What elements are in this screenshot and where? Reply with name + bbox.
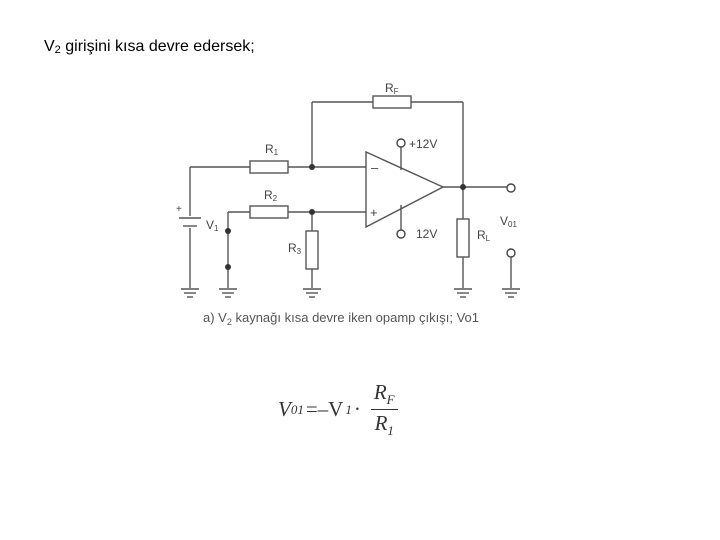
- resistor-r3: [305, 230, 319, 270]
- figure-caption: a) V2 kaynağı kısa devre iken opamp çıkı…: [203, 310, 479, 327]
- label-minus-12v: 12V: [416, 227, 437, 241]
- junction-output: [460, 184, 466, 190]
- label-r2: R2: [264, 188, 278, 203]
- label-r1: R1: [265, 142, 279, 157]
- label-r3: R3: [288, 241, 302, 256]
- junction-inverting: [309, 164, 315, 170]
- v2-terminal-top: [225, 228, 231, 234]
- label-v1: V1: [206, 218, 219, 233]
- supply-minus-terminal: [396, 229, 406, 239]
- slide-heading: V2 girişini kısa devre edersek;: [44, 38, 255, 56]
- junction-noninverting: [309, 209, 315, 215]
- label-rf: RF: [385, 81, 399, 96]
- output-terminal: [506, 183, 516, 193]
- resistor-rl: [456, 218, 470, 258]
- v2-terminal-bottom: [225, 264, 231, 270]
- resistor-r1: [249, 160, 289, 174]
- label-vo1: V01: [500, 214, 517, 229]
- resistor-rf: [372, 95, 412, 109]
- label-rl: RL: [477, 228, 491, 243]
- ground-symbols: [181, 288, 520, 298]
- output-ground-terminal: [506, 248, 516, 258]
- supply-plus-terminal: [396, 138, 406, 148]
- opamp-triangle: [365, 150, 445, 229]
- battery-plus-sign: +: [176, 204, 182, 215]
- label-plus-12v: +12V: [409, 137, 437, 151]
- resistor-r2: [249, 205, 289, 219]
- opamp-noninverting-sign: +: [370, 205, 378, 220]
- rf-over-r1-fraction: RF R1: [370, 380, 398, 439]
- opamp-inverting-sign: –: [371, 160, 379, 175]
